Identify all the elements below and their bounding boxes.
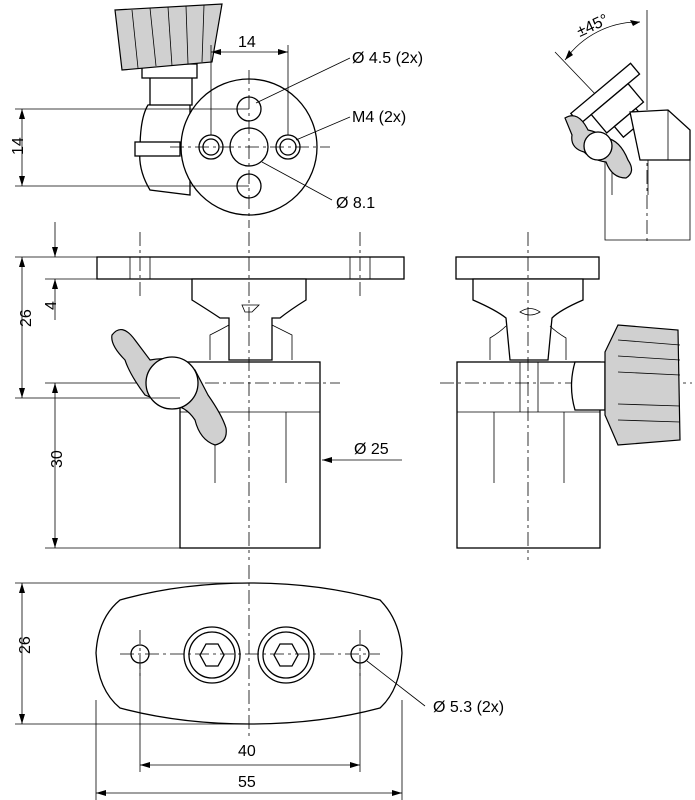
- front-view: [15, 222, 405, 560]
- label-thread: M4 (2x): [352, 109, 406, 126]
- label-height-total: 26: [18, 309, 35, 327]
- label-hole-spacing: 40: [238, 743, 256, 760]
- label-hole-center: Ø 8.1: [336, 195, 375, 212]
- knob-side: [604, 324, 681, 446]
- label-hole-small: Ø 4.5 (2x): [352, 50, 423, 67]
- label-base-width: 55: [238, 774, 256, 791]
- label-angle: ±45°: [574, 11, 611, 40]
- side-view: [440, 232, 692, 560]
- label-flange-thickness: 4: [43, 301, 60, 310]
- top-view-flange: [15, 3, 351, 228]
- label-body-diameter: Ø 25: [354, 441, 389, 458]
- label-body-height: 30: [49, 450, 66, 468]
- label-top-width: 14: [238, 34, 256, 51]
- base-plate-view: [15, 565, 426, 800]
- label-top-height: 14: [10, 137, 27, 155]
- label-base-height: 26: [17, 636, 34, 654]
- rotation-view: [554, 10, 691, 245]
- label-base-holes: Ø 5.3 (2x): [433, 699, 504, 716]
